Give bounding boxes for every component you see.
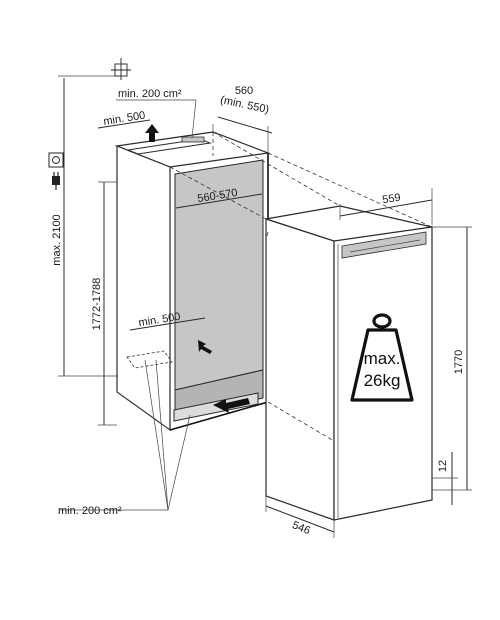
power-plug-icon xyxy=(52,172,60,190)
label-gap-12: 12 xyxy=(437,460,449,472)
label-height-1770: 1770 xyxy=(453,350,465,374)
airflow-arrow-in xyxy=(213,398,250,413)
label-min-200-bottom: min. 200 cm² xyxy=(58,505,122,517)
label-max-2100: max. 2100 xyxy=(51,214,63,265)
label-width-560: 560 xyxy=(235,85,253,97)
weight-label-line2: 26kg xyxy=(364,371,401,390)
niche-front-frame xyxy=(116,145,171,432)
appliance-side xyxy=(265,218,335,521)
weight-icon: max. 26kg xyxy=(350,313,414,402)
niche xyxy=(114,131,271,432)
top-vent-grill xyxy=(181,136,205,143)
label-width-min-550: (min. 550) xyxy=(219,94,270,116)
appliance xyxy=(265,205,433,521)
label-min-200-top: min. 200 cm² xyxy=(118,88,182,100)
label-depth-559: 559 xyxy=(382,192,402,207)
top-vent-slot xyxy=(126,138,212,155)
weight-label-line1: max. xyxy=(364,349,401,368)
connector-lines xyxy=(169,131,433,442)
crosshair-grid-icon xyxy=(111,58,131,80)
inner-airflow-arrow xyxy=(198,340,212,354)
label-min-500-top: min. 500 xyxy=(103,110,147,128)
power-socket-icon xyxy=(48,152,64,168)
niche-bottom-edge xyxy=(169,401,269,431)
dimension-lines xyxy=(58,75,472,538)
label-height-1772-1788: 1772-1788 xyxy=(91,278,103,331)
airflow-arrow-up xyxy=(145,124,159,142)
plinth-vent xyxy=(173,392,259,422)
bottom-left-vent xyxy=(126,350,173,369)
door-handle-line xyxy=(349,239,421,253)
door-handle-strip xyxy=(341,231,427,259)
